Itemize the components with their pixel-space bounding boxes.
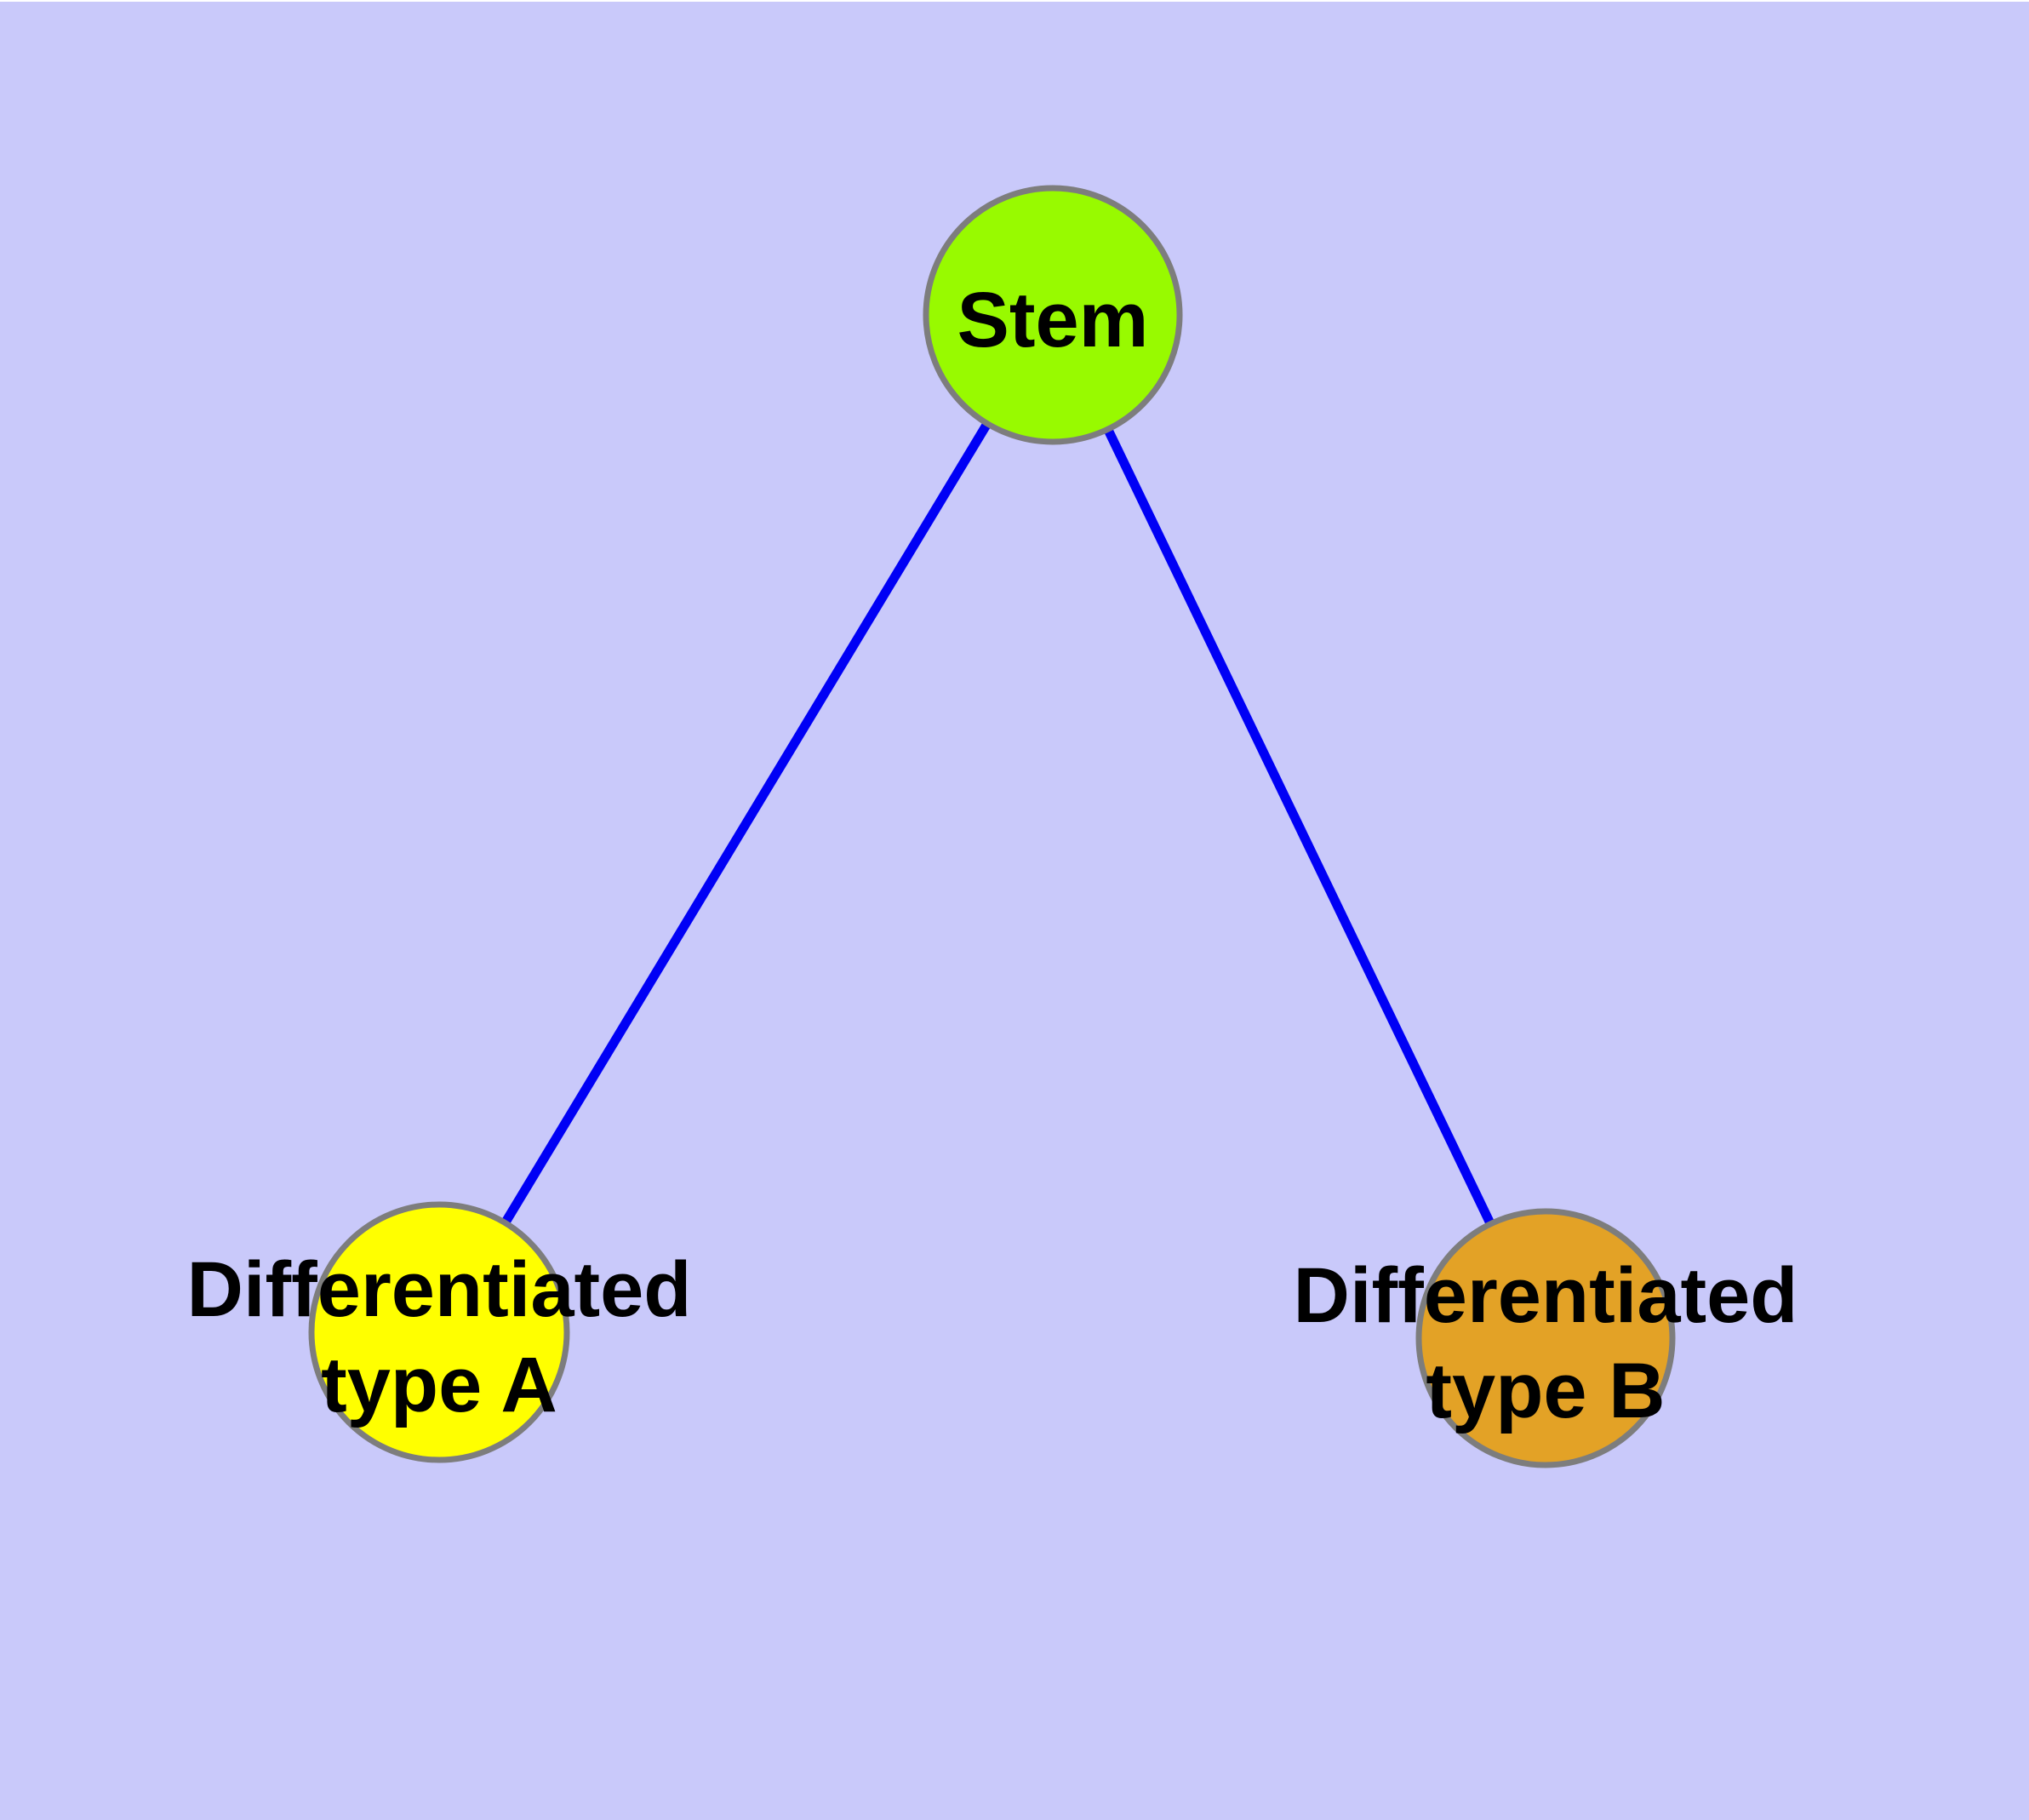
node-label-line: Differentiated — [1294, 1252, 1798, 1339]
edge-stem-to-differentiated-type-b — [1049, 312, 1550, 1341]
node-label-line: type A — [321, 1342, 557, 1428]
node-circle-stem — [923, 185, 1183, 445]
node-label-line: Differentiated — [187, 1246, 692, 1333]
node-label-stem: Stem — [957, 277, 1149, 363]
node-circle-differentiated-type-a — [308, 1201, 570, 1463]
node-label-line: type B — [1426, 1348, 1665, 1434]
node-circle-differentiated-type-b — [1415, 1208, 1676, 1468]
node-label-differentiated-type-b: Differentiated type B — [1294, 1252, 1798, 1434]
node-label-differentiated-type-a: Differentiated type A — [187, 1246, 692, 1428]
edges-layer — [435, 312, 1550, 1341]
node-label-line: Stem — [957, 277, 1149, 363]
edge-stem-to-differentiated-type-a — [435, 312, 1057, 1335]
nodes-layer — [308, 185, 1676, 1468]
